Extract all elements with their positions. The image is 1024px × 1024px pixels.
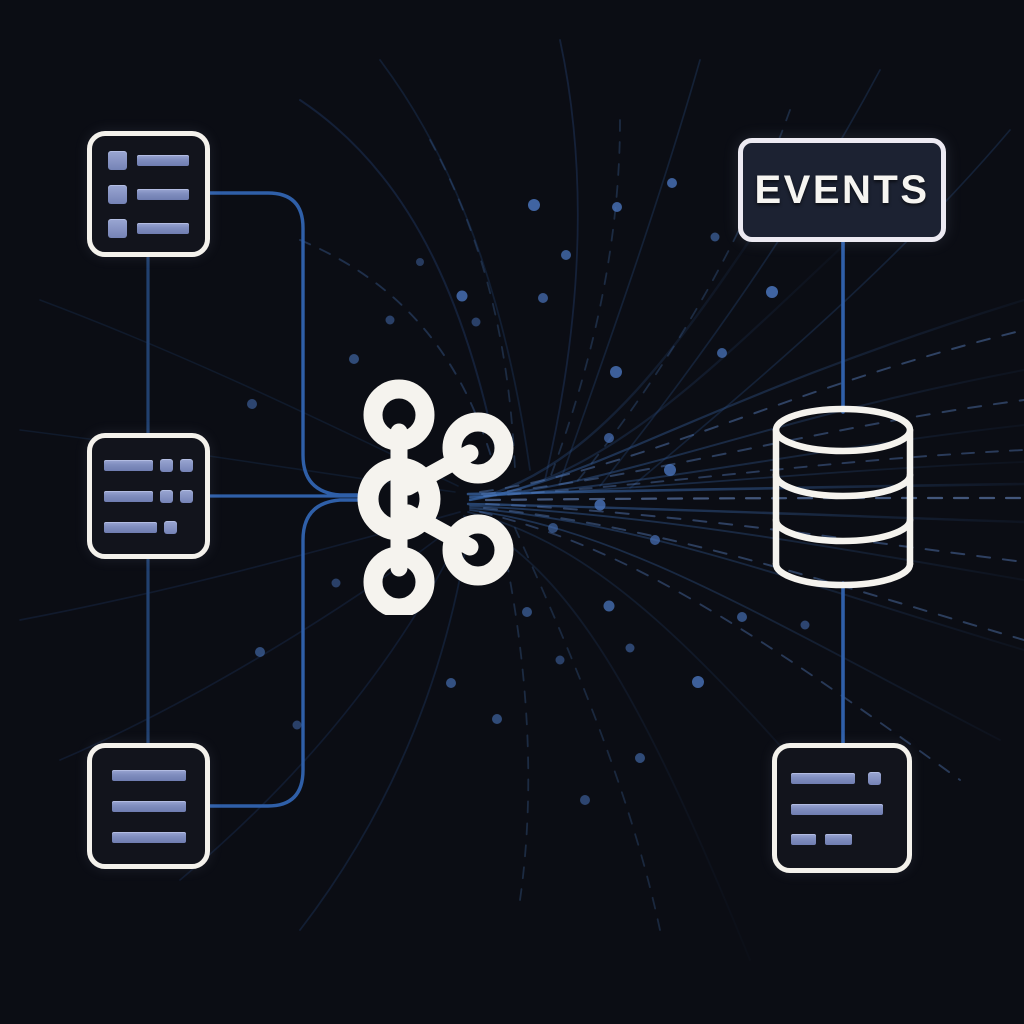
- card-row: [108, 150, 189, 170]
- chip-icon: [164, 520, 177, 534]
- hub-satellite-ring: [363, 379, 435, 451]
- content-bar: [137, 222, 189, 234]
- list-bullet-icon: [108, 218, 127, 238]
- connector-bottom-left-card-to-hub: [208, 498, 374, 808]
- db-divider-2: [772, 516, 914, 545]
- content-bar: [111, 831, 186, 843]
- list-bullet-icon: [108, 150, 127, 170]
- db-top-ellipse: [772, 405, 914, 455]
- source-card-top-left[interactable]: [87, 131, 210, 257]
- events-label-box[interactable]: EVENTS: [738, 138, 946, 242]
- card-row: [791, 771, 893, 785]
- content-bar: [104, 521, 157, 533]
- source-card-bottom-left[interactable]: [87, 743, 210, 869]
- content-bar: [825, 833, 852, 845]
- hub-satellite-ring: [363, 546, 435, 615]
- chip-icon: [868, 771, 881, 785]
- card-row: [791, 803, 893, 815]
- kafka-hub-icon[interactable]: [352, 375, 522, 615]
- consumer-card-bottom-right[interactable]: [772, 743, 912, 873]
- db-divider-1: [772, 471, 914, 500]
- chip-icon: [160, 489, 173, 503]
- source-card-middle-left[interactable]: [87, 433, 210, 559]
- card-row: [791, 833, 893, 845]
- chip-icon: [180, 458, 193, 472]
- hub-satellite-ring: [442, 514, 514, 586]
- hub-satellite-ring: [442, 412, 514, 484]
- events-label-text: EVENTS: [754, 167, 930, 212]
- list-bullet-icon: [108, 184, 127, 204]
- chip-icon: [160, 458, 173, 472]
- content-bar: [791, 803, 883, 815]
- content-bar: [791, 833, 816, 845]
- card-row: [104, 520, 193, 534]
- content-bar: [104, 490, 153, 502]
- card-row: [108, 218, 189, 238]
- hub-center-ring: [357, 457, 441, 541]
- content-bar: [111, 800, 186, 812]
- content-bar: [137, 188, 189, 200]
- card-row: [108, 184, 189, 204]
- content-bar: [111, 769, 186, 781]
- content-bar: [791, 772, 855, 784]
- connector-top-left-card-to-hub: [208, 191, 374, 497]
- database-cylinder-icon[interactable]: [762, 403, 924, 591]
- chip-icon: [180, 489, 193, 503]
- card-row: [104, 458, 193, 472]
- content-bar: [104, 459, 153, 471]
- db-bottom-arc: [772, 560, 914, 589]
- content-bar: [137, 154, 189, 166]
- card-row: [104, 489, 193, 503]
